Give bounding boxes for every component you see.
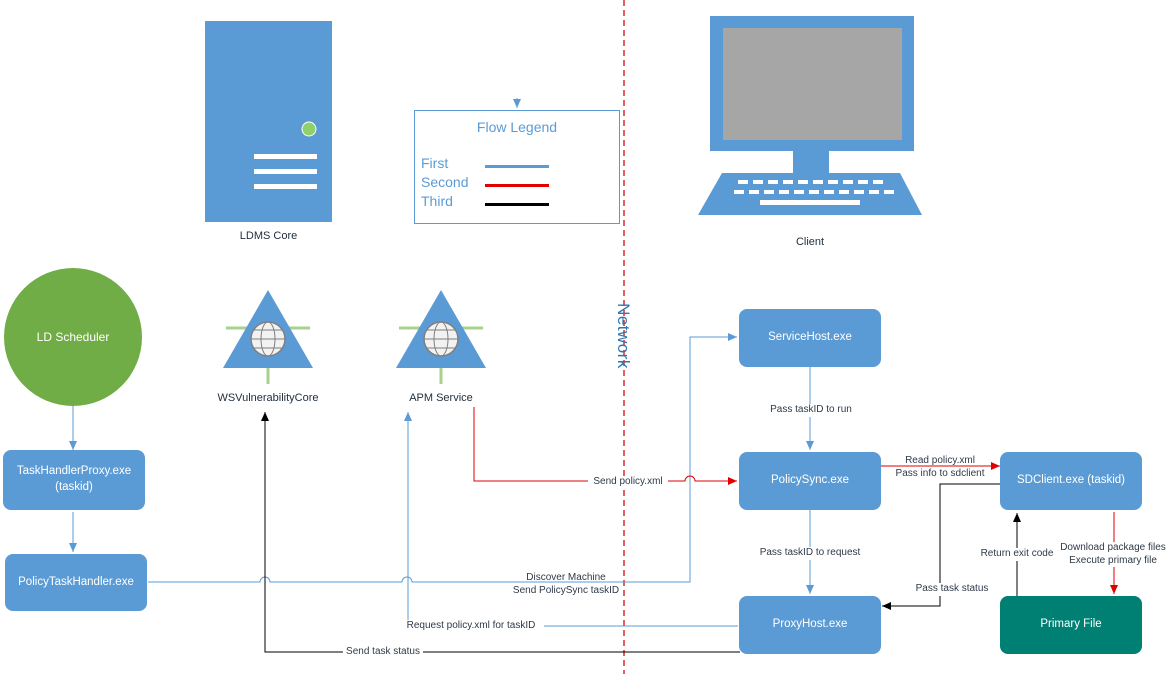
edge-label-send-status: Send task status: [343, 646, 423, 659]
scheduler-circle: [4, 268, 142, 406]
scheduler-node[interactable]: LD Scheduler: [36, 329, 110, 344]
edge-label-pass-status: Pass task status: [912, 583, 992, 596]
edge-label-return-exit: Return exit code: [978, 548, 1056, 561]
edge-label-pass-taskid-run: Pass taskID to run: [755, 404, 867, 417]
legend-item-first: First: [421, 155, 449, 171]
legend-line-second: [485, 184, 549, 187]
sd-client-node[interactable]: SDClient.exe (taskid): [1000, 452, 1142, 510]
ws-core-caption: WSVulnerabilityCore: [217, 392, 319, 404]
legend-item-third: Third: [421, 193, 453, 209]
apm-caption: APM Service: [409, 392, 473, 404]
black-flows: [261, 412, 1021, 653]
edge-label-read-policy: Read policy.xml Pass info to sdclient: [895, 455, 985, 479]
laptop-icon: [698, 16, 922, 215]
flow-legend: Flow Legend First Second Third: [414, 110, 620, 224]
policy-task-handler-node[interactable]: PolicyTaskHandler.exe: [5, 554, 147, 611]
legend-item-second: Second: [421, 174, 469, 190]
edge-label-download: Download package files Execute primary f…: [1058, 542, 1168, 567]
legend-line-third: [485, 203, 549, 206]
web-service-icon-ws: [223, 290, 313, 384]
legend-line-first: [485, 165, 549, 168]
edge-label-discover: Discover Machine Send PolicySync taskID: [512, 572, 620, 596]
task-handler-proxy-node[interactable]: TaskHandlerProxy.exe (taskid): [3, 450, 145, 510]
server-caption: LDMS Core: [239, 230, 298, 242]
legend-title: Flow Legend: [476, 119, 558, 135]
primary-file-node[interactable]: Primary File: [1000, 596, 1142, 654]
edge-label-send-policy: Send policy.xml: [588, 476, 668, 489]
web-service-icon-apm: [396, 290, 486, 384]
proxy-host-node[interactable]: ProxyHost.exe: [739, 596, 881, 654]
edge-label-request-policy: Request policy.xml for taskID: [398, 620, 544, 633]
edge-label-pass-taskid-request: Pass taskID to request: [752, 547, 868, 560]
service-host-node[interactable]: ServiceHost.exe: [739, 309, 881, 367]
network-label: Network: [614, 303, 633, 369]
client-caption: Client: [795, 236, 825, 248]
server-icon: [205, 21, 332, 222]
policy-sync-node[interactable]: PolicySync.exe: [739, 452, 881, 510]
